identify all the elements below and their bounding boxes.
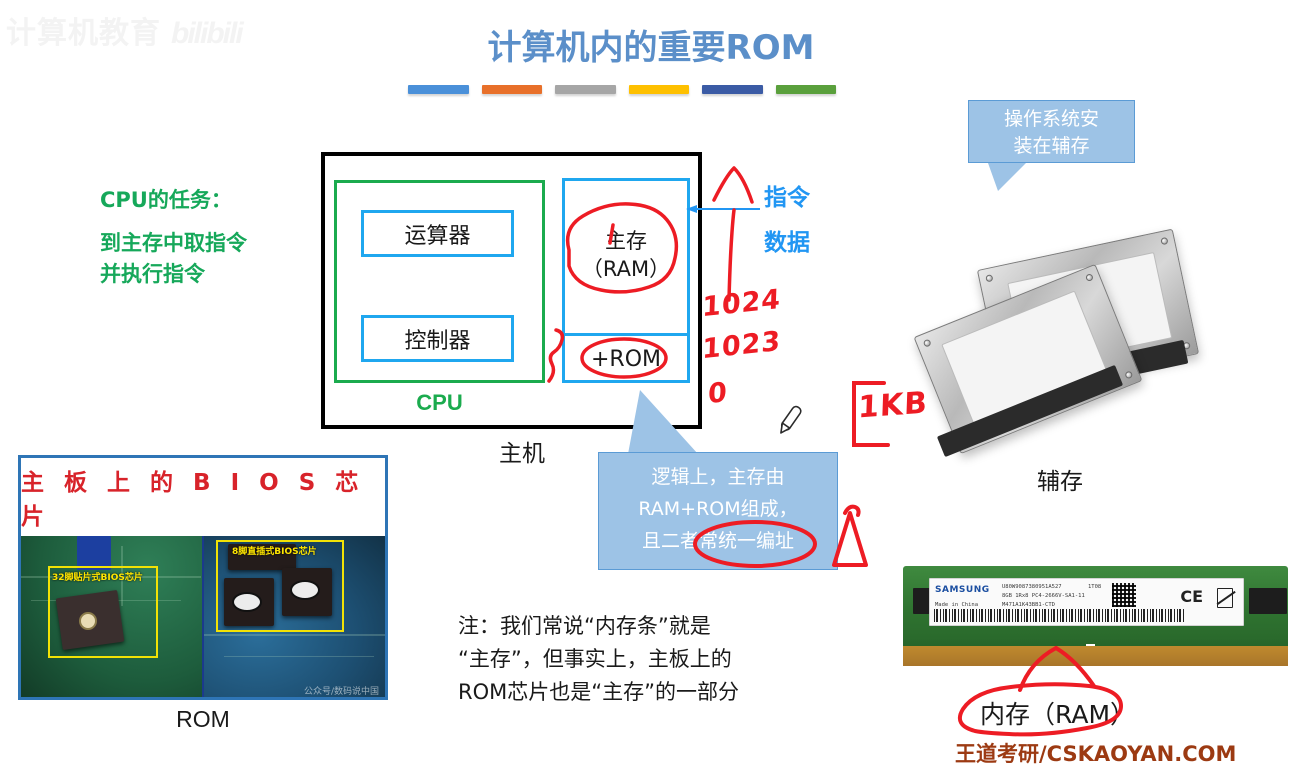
- rule-segment-5: [702, 85, 763, 94]
- address-annotation-top: 1024: [701, 283, 782, 324]
- ram-label-sticker: SAMSUNG U80W9087380951A527 8GB 1Rx8 PC4-…: [929, 578, 1244, 626]
- ram-slot-graphic: [77, 536, 111, 570]
- hdd-screw: [1160, 236, 1169, 246]
- logic-callout-line2: RAM+ROM组成，: [638, 498, 798, 520]
- hdd-screw: [1084, 272, 1095, 283]
- bios-chip-dip-top: [228, 544, 296, 570]
- weee-bin-icon: [1217, 588, 1233, 608]
- address-annotation-mid: 1023: [701, 325, 782, 366]
- chip-marking: [232, 592, 262, 612]
- ram-batch: 1T08: [1088, 584, 1102, 590]
- alu-box: 运算器: [361, 210, 514, 257]
- ram-chip: [1249, 588, 1287, 614]
- rule-segment-2: [481, 85, 542, 94]
- os-callout-tail: [988, 163, 1026, 191]
- rule-segment-6: [775, 85, 836, 94]
- ce-mark-icon: CE: [1180, 587, 1203, 606]
- ram-serial-mid: 8GB 1Rx8 PC4-2666V-SA1-11: [1002, 593, 1085, 599]
- rom-figure-body: 32脚贴片式BIOS芯片 8脚直插式BIOS芯片 公众号/数码说中国: [21, 536, 385, 697]
- bios-chip-left-label: 32脚贴片式BIOS芯片: [52, 573, 143, 583]
- ram-line1: 主存: [605, 228, 647, 253]
- main-memory-ram-cell: 主存 （RAM）: [562, 178, 690, 331]
- rom-bios-figure: 主 板 上 的 B I O S 芯 片 32脚贴片式BIOS芯片 8脚直插式BI…: [18, 455, 388, 700]
- chip-marking: [79, 612, 97, 630]
- chip-marking: [290, 580, 320, 600]
- ram-datamatrix-code: [1112, 583, 1136, 607]
- ram-serial-top: U80W9087380951A527: [1002, 584, 1062, 590]
- os-callout-line2: 装在辅存: [1013, 135, 1090, 157]
- logic-callout-line1: 逻辑上，主存由: [651, 466, 785, 488]
- bus-label-instruction: 指令: [764, 185, 810, 211]
- cpu-label: CPU: [416, 390, 463, 415]
- pcb-trace: [121, 546, 123, 606]
- address-annotation-bottom: 0: [707, 376, 729, 411]
- logic-callout-tail: [628, 390, 698, 454]
- hdd-screw: [1124, 370, 1134, 380]
- bilibili-watermark: 计算机教育 bilibili: [6, 8, 244, 52]
- pcb-trace: [224, 656, 374, 657]
- cpu-task-heading: CPU的任务：: [100, 188, 232, 212]
- rule-segment-1: [408, 85, 469, 94]
- hdd-screw: [985, 274, 994, 283]
- os-callout-line1: 操作系统安: [1003, 108, 1099, 130]
- motherboard-photo-right: 8脚直插式BIOS芯片 公众号/数码说中国: [204, 536, 385, 697]
- ram-brand: SAMSUNG: [935, 585, 990, 595]
- control-unit-box: 控制器: [361, 315, 514, 362]
- size-annotation-1kb: 1KB: [857, 385, 929, 426]
- bios-chip-highlight-box: [48, 566, 158, 658]
- title-rule: [408, 85, 836, 96]
- page-title: 计算机内的重要ROM: [487, 28, 815, 68]
- triangle-annotation: [832, 511, 868, 567]
- rom-figure-caption: ROM: [176, 706, 230, 732]
- cpu-task-line1: 到主存中取指令: [100, 231, 247, 255]
- ram-stick-figure: SAMSUNG U80W9087380951A527 8GB 1Rx8 PC4-…: [903, 558, 1288, 686]
- ram-line2: （RAM）: [581, 256, 671, 281]
- cpu-task-line2: 并执行指令: [100, 262, 205, 286]
- bus-label-data: 数据: [764, 230, 810, 256]
- bios-chip-right-label: 8脚直插式BIOS芯片: [232, 547, 317, 557]
- note-line3: ROM芯片也是“主存”的一部分: [458, 680, 739, 704]
- hdd-screw: [922, 338, 932, 348]
- site-watermark: 王道考研/CSKAOYAN.COM: [955, 742, 1237, 766]
- triangle-annotation-top: [843, 504, 861, 517]
- ram-gold-pins-right: [1103, 650, 1275, 664]
- ram-barcode: [934, 609, 1184, 622]
- pen-cursor-icon: [780, 405, 802, 434]
- note-line1: 注：我们常说“内存条”就是: [458, 614, 711, 638]
- bottom-note: 注：我们常说“内存条”就是 “主存”，但事实上，主板上的 ROM芯片也是“主存”…: [458, 610, 739, 709]
- ram-origin: Made in China: [935, 602, 979, 608]
- motherboard-photo-left: 32脚贴片式BIOS芯片: [21, 536, 204, 697]
- os-callout: 操作系统安 装在辅存: [968, 100, 1135, 163]
- watermark-brand-cn: 计算机教育: [6, 17, 161, 50]
- rom-cell: +ROM: [562, 333, 690, 383]
- pcb-trace: [204, 634, 385, 636]
- hard-disk-figure: [913, 228, 1200, 458]
- watermark-bilibili: bilibili: [171, 17, 244, 50]
- rom-figure-credit: 公众号/数码说中国: [303, 687, 379, 697]
- ram-serial-bottom: M471A1K43BB1-CTD: [1002, 602, 1055, 608]
- ram-figure-caption: 内存（RAM）: [980, 700, 1136, 729]
- host-label: 主机: [499, 441, 545, 467]
- rule-segment-4: [628, 85, 689, 94]
- ram-gold-pins-left: [913, 650, 1078, 664]
- address-arrow-head: [712, 166, 754, 204]
- rom-figure-title: 主 板 上 的 B I O S 芯 片: [21, 458, 385, 536]
- cpu-task-text: CPU的任务： 到主存中取指令 并执行指令: [100, 185, 247, 290]
- logic-callout: 逻辑上，主存由 RAM+ROM组成， 且二者常统一编址: [598, 452, 838, 570]
- note-line2: “主存”，但事实上，主板上的: [458, 647, 732, 671]
- rule-segment-3: [555, 85, 616, 94]
- hdd-figure-caption: 辅存: [1037, 468, 1083, 494]
- ram-notch: [1086, 644, 1095, 666]
- address-arrow-shaft: [727, 208, 736, 302]
- logic-callout-line3: 且二者常统一编址: [641, 530, 794, 552]
- pcb-trace: [21, 576, 201, 578]
- bios-chip-highlight-box: [216, 540, 344, 632]
